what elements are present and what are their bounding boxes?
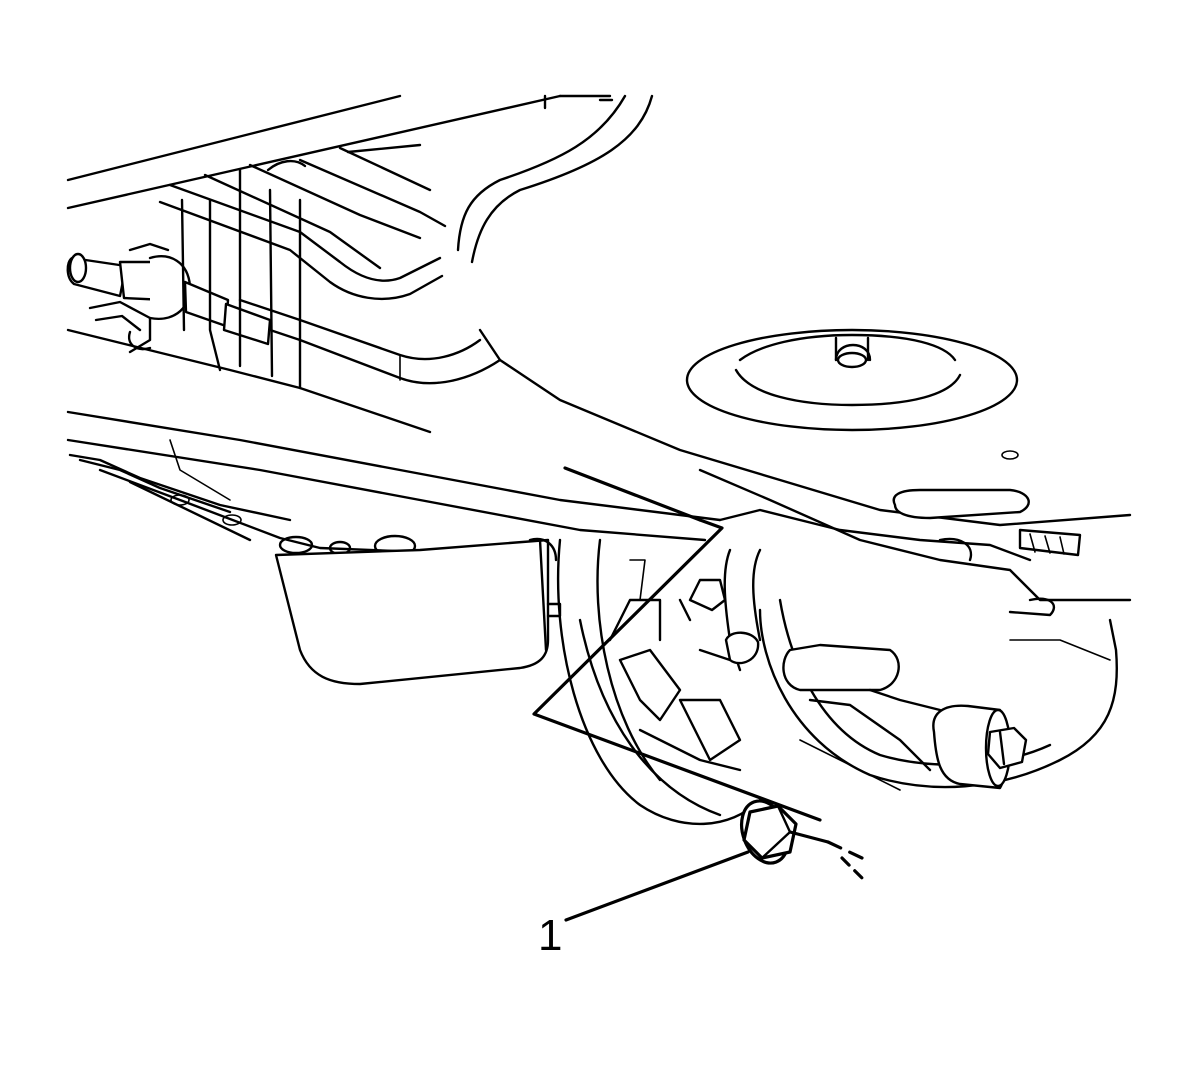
- hose-connector: [66, 242, 272, 354]
- heat-shield: [274, 537, 562, 686]
- underbody-floor-pan: [66, 94, 654, 264]
- callout-number-1: 1: [538, 911, 562, 960]
- lower-control-arm: [478, 328, 1132, 617]
- detail-callout-frame: [532, 466, 822, 822]
- tire: [556, 538, 762, 826]
- fuel-brake-lines: [158, 143, 502, 385]
- nut: [740, 799, 866, 882]
- knuckle: [678, 548, 1118, 791]
- spring-seat: [685, 328, 1019, 460]
- crossmember: [66, 168, 722, 558]
- callout-1: 1: [538, 850, 750, 960]
- bushing-bolt: [932, 704, 1028, 790]
